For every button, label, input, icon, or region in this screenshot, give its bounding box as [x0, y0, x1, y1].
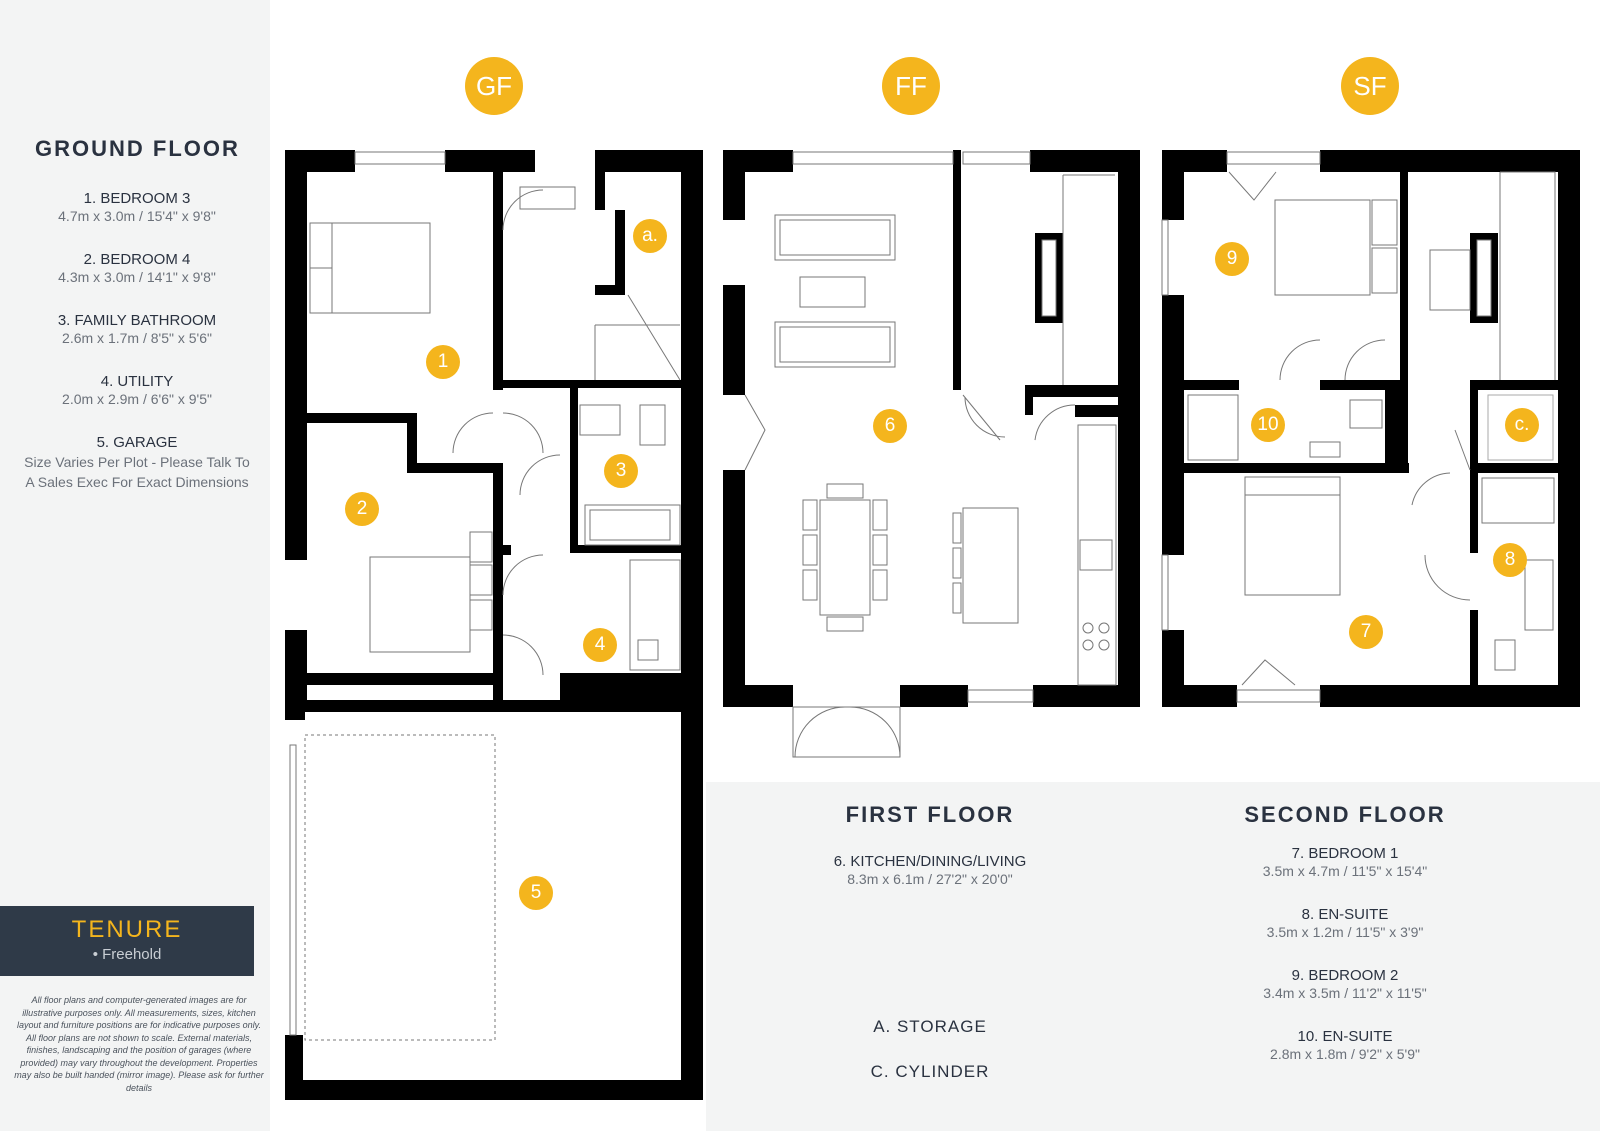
- second-floor-heading: SECOND FLOOR: [1244, 802, 1446, 827]
- room-dimensions: 2.8m x 1.8m / 9'2" x 5'9": [1270, 1046, 1420, 1062]
- room-dimensions: 3.5m x 4.7m / 11'5" x 15'4": [1262, 863, 1428, 879]
- room-name: 8. EN-SUITE: [1301, 906, 1389, 923]
- room-dimensions: 4.3m x 3.0m / 14'1" x 9'8": [58, 269, 216, 285]
- room-badge-9: 9: [1215, 242, 1249, 276]
- room-dimensions: 4.7m x 3.0m / 15'4" x 9'8": [58, 208, 216, 224]
- room-name: 7. BEDROOM 1: [1291, 845, 1399, 862]
- ground-floor-plan: [285, 150, 703, 1100]
- room-dimensions: 2.6m x 1.7m / 8'5" x 5'6": [62, 330, 212, 346]
- room-entry-10: 10. EN-SUITE 2.8m x 1.8m / 9'2" x 5'9": [1220, 1028, 1470, 1062]
- room-entry-4: 4. UTILITY 2.0m x 2.9m / 6'6" x 9'5": [12, 373, 262, 407]
- room-badge-6: 6: [873, 409, 907, 443]
- room-badge-1: 1: [426, 345, 460, 379]
- room-name: 10. EN-SUITE: [1297, 1028, 1393, 1045]
- room-dimensions: 3.4m x 3.5m / 11'2" x 11'5": [1263, 985, 1427, 1001]
- first-floor-fixtures: [744, 151, 1117, 758]
- room-badge-7: 7: [1349, 615, 1383, 649]
- room-dimensions: 8.3m x 6.1m / 27'2" x 20'0": [847, 871, 1013, 887]
- bottom-info-panel: [706, 782, 1600, 1131]
- room-entry-6: 6. KITCHEN/DINING/LIVING 8.3m x 6.1m / 2…: [805, 853, 1055, 887]
- room-name: 6. KITCHEN/DINING/LIVING: [833, 853, 1027, 870]
- room-dimensions: 3.5m x 1.2m / 11'5" x 3'9": [1266, 924, 1424, 940]
- cylinder-badge: c.: [1505, 408, 1539, 442]
- room-name: 5. GARAGE: [96, 434, 178, 451]
- storage-badge: a.: [633, 219, 667, 253]
- ground-floor-heading: GROUND FLOOR: [35, 136, 240, 161]
- room-entry-9: 9. BEDROOM 2 3.4m x 3.5m / 11'2" x 11'5": [1220, 967, 1470, 1001]
- room-entry-2: 2. BEDROOM 4 4.3m x 3.0m / 14'1" x 9'8": [12, 251, 262, 285]
- room-entry-7: 7. BEDROOM 1 3.5m x 4.7m / 11'5" x 15'4": [1220, 845, 1470, 879]
- room-badge-8: 8: [1493, 543, 1527, 577]
- first-floor-heading: FIRST FLOOR: [845, 802, 1015, 827]
- room-entry-8: 8. EN-SUITE 3.5m x 1.2m / 11'5" x 3'9": [1220, 906, 1470, 940]
- room-dimensions: Size Varies Per Plot - Please Talk To A …: [24, 454, 250, 490]
- tenure-value: • Freehold: [92, 946, 162, 963]
- disclaimer-text: All floor plans and computer-generated i…: [14, 995, 264, 1093]
- ground-floor-badge: GF: [465, 57, 523, 115]
- first-floor-plan: [723, 150, 1140, 707]
- room-badge-10: 10: [1251, 408, 1285, 442]
- first-floor-badge: FF: [882, 57, 940, 115]
- ground-floor-fixtures: [289, 151, 681, 1041]
- cylinder-label: C. CYLINDER: [870, 1062, 990, 1081]
- room-badge-4: 4: [583, 628, 617, 662]
- room-name: 2. BEDROOM 4: [83, 251, 191, 268]
- storage-label: A. STORAGE: [873, 1017, 987, 1036]
- room-entry-3: 3. FAMILY BATHROOM 2.6m x 1.7m / 8'5" x …: [12, 312, 262, 346]
- room-badge-5: 5: [519, 876, 553, 910]
- room-badge-3: 3: [604, 454, 638, 488]
- room-name: 1. BEDROOM 3: [83, 190, 191, 207]
- room-name: 9. BEDROOM 2: [1291, 967, 1399, 984]
- second-floor-fixtures: [1161, 151, 1556, 703]
- tenure-title: TENURE: [71, 916, 183, 943]
- second-floor-plan: [1162, 150, 1580, 707]
- second-floor-badge: SF: [1341, 57, 1399, 115]
- room-badge-2: 2: [345, 492, 379, 526]
- tenure-box: TENURE • Freehold: [0, 906, 254, 976]
- room-entry-5: 5. GARAGE Size Varies Per Plot - Please …: [22, 434, 252, 492]
- room-name: 4. UTILITY: [100, 373, 174, 390]
- room-name: 3. FAMILY BATHROOM: [57, 312, 217, 329]
- room-dimensions: 2.0m x 2.9m / 6'6" x 9'5": [62, 391, 212, 407]
- room-entry-1: 1. BEDROOM 3 4.7m x 3.0m / 15'4" x 9'8": [12, 190, 262, 224]
